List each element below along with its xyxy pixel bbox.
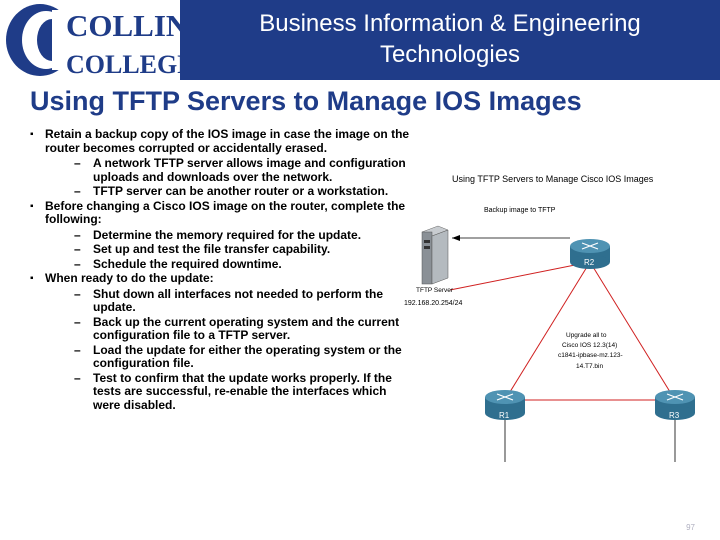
upgrade-line-1: Upgrade all to: [566, 332, 607, 339]
bullet-2: ▪ Before changing a Cisco IOS image on t…: [30, 198, 415, 227]
dash-icon: –: [74, 256, 81, 271]
router-r2-icon: [570, 239, 610, 269]
header-title-line-1: Business Information & Engineering: [259, 10, 641, 37]
sub-bullet-text: Schedule the required downtime.: [93, 256, 282, 271]
sub-bullet-text: Test to confirm that the update works pr…: [93, 370, 392, 412]
bullet-list: ▪ Retain a backup copy of the IOS image …: [30, 127, 415, 413]
network-diagram: Using TFTP Servers to Manage Cisco IOS I…: [404, 174, 695, 462]
sub-bullet-text: Determine the memory required for the up…: [93, 227, 362, 242]
dash-icon: –: [74, 342, 81, 357]
header-title-line-2: Technologies: [379, 41, 521, 68]
sub-bullet: –Schedule the required downtime.: [30, 256, 415, 272]
sub-bullet-text: TFTP server can be another router or a w…: [93, 184, 389, 198]
collin-college-logo: COLLIN COLLEGE: [0, 0, 195, 80]
backup-label: Backup image to TFTP: [484, 207, 556, 214]
header-title: Business Information & Engineering Techn…: [180, 8, 720, 70]
dash-icon: –: [74, 242, 81, 256]
sub-bullet: –Determine the memory required for the u…: [30, 227, 415, 243]
sub-bullet-text: Load the update for either the operating…: [93, 342, 402, 370]
router-r3-icon: [655, 390, 695, 420]
dash-icon: –: [74, 286, 81, 301]
bullet-square-icon: ▪: [30, 129, 34, 140]
bullet-square-icon: ▪: [30, 200, 34, 212]
sub-bullet: –Set up and test the file transfer capab…: [30, 242, 415, 257]
sub-bullet-text: Shut down all interfaces not needed to p…: [93, 286, 384, 314]
router-r3-label: R3: [669, 411, 680, 420]
upgrade-line-3: c1841-ipbase-mz.123-: [558, 352, 623, 359]
dash-icon: –: [74, 156, 81, 170]
header: COLLIN COLLEGE Business Information & En…: [0, 0, 720, 80]
router-r1-icon: [485, 390, 525, 420]
upgrade-line-2: Cisco IOS 12.3(14): [562, 342, 617, 349]
logo-graphic: COLLIN COLLEGE: [6, 4, 195, 79]
sub-bullet: –TFTP server can be another router or a …: [30, 184, 415, 199]
sub-bullet: –Shut down all interfaces not needed to …: [30, 286, 415, 315]
bullet-3: ▪ When ready to do the update:: [30, 271, 415, 286]
router-r1-label: R1: [499, 411, 510, 420]
sub-bullet-text: A network TFTP server allows image and c…: [93, 156, 406, 184]
router-r2-label: R2: [584, 258, 595, 267]
logo-line-1: COLLIN: [66, 8, 180, 43]
sub-bullet-text: Back up the current operating system and…: [93, 314, 400, 342]
bullet-square-icon: ▪: [30, 273, 34, 284]
logo-line-2: COLLEGE: [66, 50, 180, 79]
dash-icon: –: [74, 314, 81, 329]
link-r2-server: [449, 261, 591, 291]
bullet-1: ▪ Retain a backup copy of the IOS image …: [30, 127, 415, 155]
sub-bullet: –Test to confirm that the update works p…: [30, 370, 415, 413]
sub-bullet: –Back up the current operating system an…: [30, 314, 415, 343]
dash-icon: –: [74, 227, 81, 242]
sub-bullet: –A network TFTP server allows image and …: [30, 156, 415, 184]
tftp-server-label: TFTP Server: [416, 287, 454, 294]
sub-bullet-text: Set up and test the file transfer capabi…: [93, 242, 331, 256]
upgrade-line-4: 14.T7.bin: [576, 363, 603, 370]
link-r2-r3: [589, 261, 676, 401]
bullet-text: Before changing a Cisco IOS image on the…: [45, 198, 406, 226]
bullet-text: Retain a backup copy of the IOS image in…: [45, 127, 410, 155]
dash-icon: –: [74, 184, 81, 198]
bullet-text: When ready to do the update:: [45, 271, 214, 285]
page-number: 97: [686, 523, 695, 532]
tftp-server-ip: 192.168.20.254/24: [404, 300, 462, 307]
dash-icon: –: [74, 370, 81, 385]
sub-bullet: –Load the update for either the operatin…: [30, 342, 415, 371]
header-title-bar: Business Information & Engineering Techn…: [180, 0, 720, 80]
tftp-server-icon: [421, 225, 449, 285]
link-r2-r1: [504, 261, 591, 401]
diagram-title: Using TFTP Servers to Manage Cisco IOS I…: [452, 174, 654, 184]
arrow-head-icon: [452, 235, 460, 241]
slide-title: Using TFTP Servers to Manage IOS Images: [30, 86, 582, 116]
